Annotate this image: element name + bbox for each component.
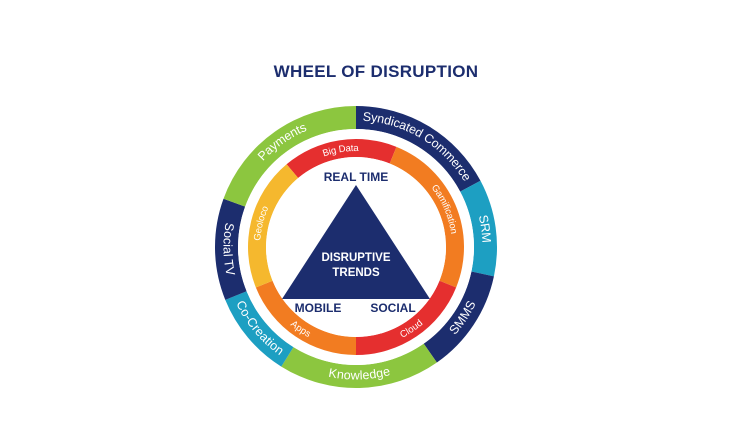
- outer-ring-segment: [356, 106, 481, 192]
- diagram-title: WHEEL OF DISRUPTION: [273, 62, 479, 81]
- triangle-label-line1: DISRUPTIVE: [321, 252, 390, 264]
- real-time-label: REAL TIME: [324, 170, 388, 184]
- outer-ring-segment: [281, 343, 437, 388]
- outer-ring-segment: [225, 291, 294, 367]
- outer-ring-segment: [223, 105, 356, 207]
- social-label: SOCIAL: [370, 301, 415, 315]
- outer-ring-segment: [215, 198, 247, 300]
- inner-ring-segment: [255, 280, 356, 355]
- inner-ring-segment: [286, 139, 397, 179]
- outer-ring-segment: [423, 271, 494, 363]
- triangle-label-line2: TRENDS: [332, 267, 380, 279]
- outer-ring-label: Social TV: [220, 222, 237, 278]
- inner-ring-segment: [356, 280, 457, 355]
- inner-ring-segment: [247, 164, 299, 288]
- inner-ring-segment: [389, 146, 465, 288]
- disruptive-trends-triangle: [282, 185, 430, 299]
- mobile-label: MOBILE: [295, 301, 342, 315]
- outer-ring-label: SRM: [475, 214, 493, 244]
- outer-ring-segment: [460, 180, 497, 277]
- outer-ring: Syndicated CommerceSRMSMMSKnowledgeCo-Cr…: [215, 105, 497, 388]
